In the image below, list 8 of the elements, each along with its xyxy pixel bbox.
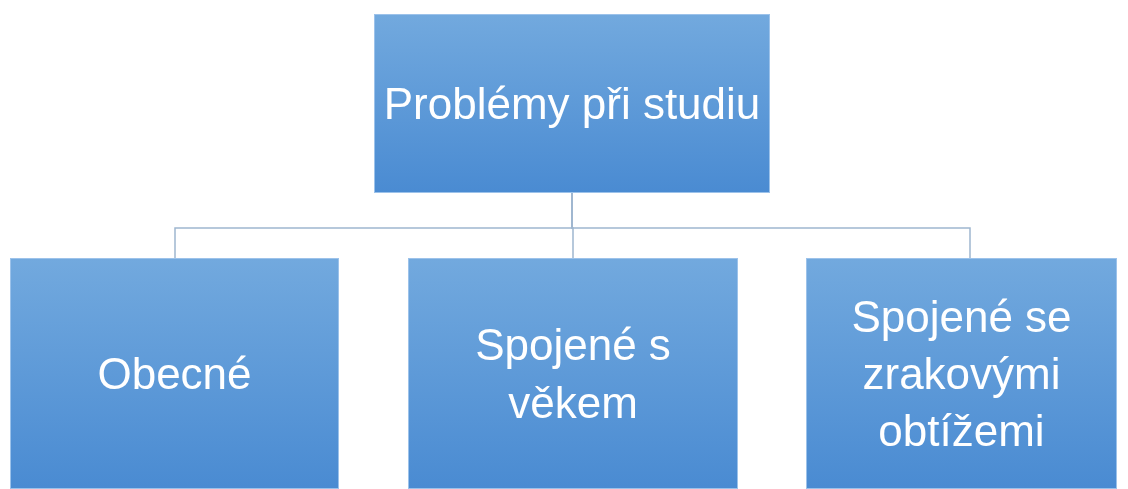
category-box (10, 258, 339, 489)
category-box (806, 258, 1117, 489)
box-label: Spojené s věkem (475, 320, 671, 427)
box-label: Spojené se zrakovými obtížemi (851, 291, 1072, 456)
category-box (408, 258, 738, 489)
root-box (374, 14, 770, 193)
box-label: Obecné (97, 348, 252, 398)
box-label: Problémy při studiu (383, 78, 761, 128)
